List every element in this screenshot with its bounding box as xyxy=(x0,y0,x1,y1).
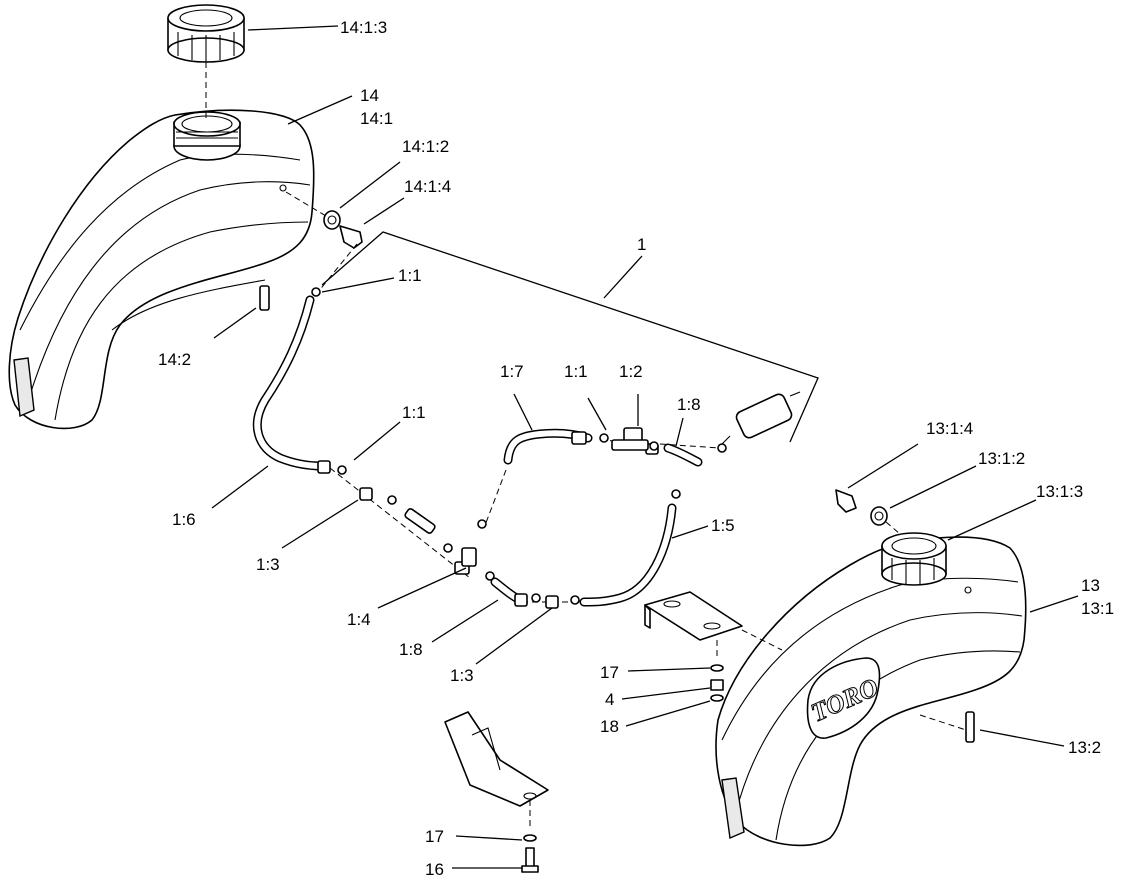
callout-14: 14 xyxy=(360,86,379,105)
shutoff-valve xyxy=(611,427,649,451)
callout-1-1-a: 1:1 xyxy=(398,266,422,285)
callout-14-1-2: 14:1:2 xyxy=(402,137,449,156)
callout-13: 13 xyxy=(1081,576,1100,595)
callout-17-b: 17 xyxy=(425,827,444,846)
callout-1-7: 1:7 xyxy=(500,362,524,381)
lower-mounting-bracket xyxy=(444,711,549,807)
left-elbow-fitting xyxy=(339,225,363,249)
left-tank-cap xyxy=(167,4,245,63)
left-grommet xyxy=(323,210,341,230)
callout-13-1-4: 13:1:4 xyxy=(926,419,973,438)
callout-1-5: 1:5 xyxy=(711,516,735,535)
right-standpipe xyxy=(965,711,975,743)
right-grommet xyxy=(870,506,888,526)
callout-1-3-a: 1:3 xyxy=(256,555,280,574)
callout-17-a: 17 xyxy=(600,663,619,682)
leader-lines xyxy=(211,25,1079,869)
bracket-hardware xyxy=(710,664,724,702)
callout-13-1: 13:1 xyxy=(1081,599,1114,618)
right-fuel-tank: TORO xyxy=(715,532,1027,847)
callout-1: 1 xyxy=(637,235,646,254)
callout-4: 4 xyxy=(605,690,614,709)
callout-1-4: 1:4 xyxy=(347,610,371,629)
callout-13-1-2: 13:1:2 xyxy=(978,449,1025,468)
callout-1-6: 1:6 xyxy=(172,510,196,529)
callout-16: 16 xyxy=(425,860,444,879)
callout-1-3-b: 1:3 xyxy=(450,666,474,685)
left-standpipe xyxy=(259,285,270,311)
callout-14-1: 14:1 xyxy=(360,109,393,128)
callout-1-8-a: 1:8 xyxy=(677,395,701,414)
callout-14-1-3: 14:1:3 xyxy=(340,18,387,37)
callout-labels: 14:1:3 14 14:1 14:1:2 14:1:4 1 1:1 14:2 … xyxy=(158,18,1114,879)
lower-washer xyxy=(523,834,537,842)
callout-13-1-3: 13:1:3 xyxy=(1036,482,1083,501)
callout-14-2: 14:2 xyxy=(158,350,191,369)
callout-18: 18 xyxy=(600,717,619,736)
upper-mounting-bracket xyxy=(644,591,743,641)
callout-14-1-4: 14:1:4 xyxy=(404,177,451,196)
left-fuel-tank xyxy=(8,109,315,430)
callout-1-1-b: 1:1 xyxy=(564,362,588,381)
callout-1-2: 1:2 xyxy=(619,362,643,381)
fuel-hose-assembly xyxy=(252,243,801,609)
callout-1-1-c: 1:1 xyxy=(402,403,426,422)
toro-logo-plate: TORO xyxy=(806,657,883,739)
callout-1-8-b: 1:8 xyxy=(399,640,423,659)
fuel-filter xyxy=(721,391,801,445)
lower-bolt xyxy=(521,847,539,873)
callout-13-2: 13:2 xyxy=(1068,738,1101,757)
right-elbow-fitting xyxy=(835,489,857,513)
